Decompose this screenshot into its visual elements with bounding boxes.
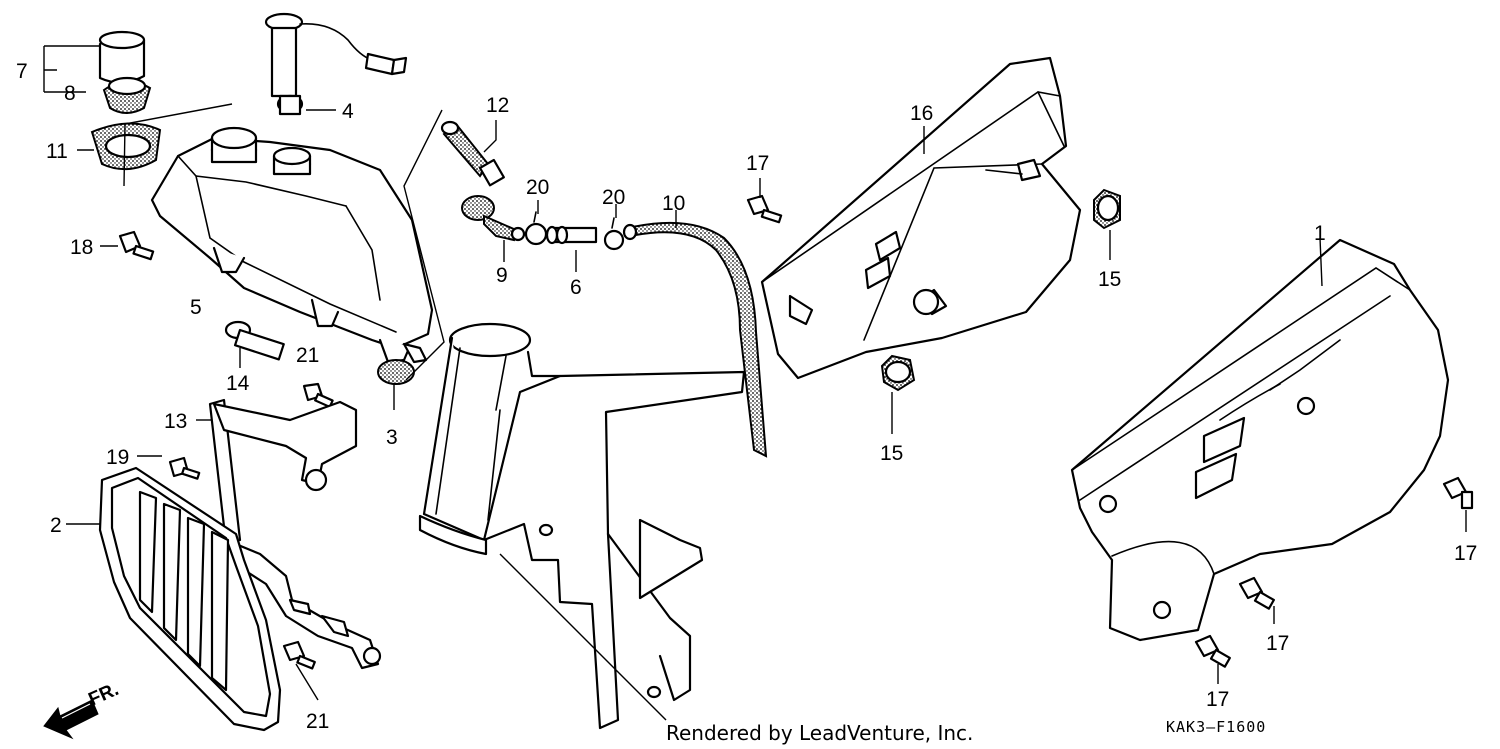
bolt-part-17-right xyxy=(1442,476,1474,510)
right-side-cover-part-1 xyxy=(1070,238,1450,642)
bolt-part-17-upper xyxy=(746,194,783,224)
tank-seal-ring-part-11 xyxy=(90,122,162,171)
callout-17-upper: 17 xyxy=(746,152,769,175)
left-side-cover-part-16 xyxy=(760,56,1082,380)
bolt-part-18 xyxy=(118,230,155,261)
callout-8: 8 xyxy=(64,82,76,105)
callout-20-right: 20 xyxy=(602,186,625,209)
callout-4: 4 xyxy=(342,100,354,123)
callout-15-lower: 15 xyxy=(880,442,903,465)
callout-15-upper: 15 xyxy=(1098,268,1121,291)
callout-9: 9 xyxy=(496,264,508,287)
screw-part-19 xyxy=(168,456,201,480)
bolt-part-17-middle xyxy=(1238,576,1275,610)
bolt-part-17-lower xyxy=(1194,634,1231,668)
callout-1: 1 xyxy=(1314,222,1326,245)
long-bolt-part-14 xyxy=(224,320,285,361)
credit-text: Rendered by LeadVenture, Inc. xyxy=(666,721,973,745)
cap-gasket-part-8 xyxy=(102,76,152,114)
callout-17-middle: 17 xyxy=(1266,632,1289,655)
tank-bracket-part-13 xyxy=(208,398,382,670)
callout-21-upper: 21 xyxy=(296,344,319,367)
fuel-joint-part-6 xyxy=(545,225,598,245)
callout-3: 3 xyxy=(386,426,398,449)
callout-13: 13 xyxy=(164,410,187,433)
callout-14: 14 xyxy=(226,372,250,395)
callout-20-left: 20 xyxy=(526,176,549,199)
callout-7: 7 xyxy=(16,60,28,83)
callout-17-lower: 17 xyxy=(1206,688,1229,711)
direction-label: FR. xyxy=(85,679,122,711)
callout-11: 11 xyxy=(46,140,68,163)
callout-6: 6 xyxy=(570,276,582,299)
fuel-strainer-part-12 xyxy=(440,120,505,187)
clip-part-20-left xyxy=(524,211,548,246)
grille-cover-part-2 xyxy=(98,466,282,732)
fuel-gauge-part-4 xyxy=(264,12,408,116)
callout-19: 19 xyxy=(106,446,129,469)
callout-10: 10 xyxy=(662,192,685,215)
frame xyxy=(418,322,746,730)
clip-part-20-right xyxy=(603,217,625,251)
front-direction-arrow-icon xyxy=(43,699,99,740)
callout-16: 16 xyxy=(910,102,933,125)
callout-17-right: 17 xyxy=(1454,542,1477,565)
fuel-cap-part-7 xyxy=(98,30,146,84)
fuel-tank-part-5 xyxy=(150,126,434,364)
grommet-part-15-upper xyxy=(1093,188,1121,230)
grommet-part-15-lower xyxy=(880,354,916,392)
diagram-code: KAK3–F1600 xyxy=(1166,718,1266,736)
callout-2: 2 xyxy=(50,514,62,537)
bolt-part-21-lower xyxy=(282,640,316,670)
callout-12: 12 xyxy=(486,94,509,117)
fuel-joint-part-9 xyxy=(461,195,526,242)
callout-21-lower: 21 xyxy=(306,710,329,733)
fuel-tube-part-10 xyxy=(622,221,768,458)
callout-18: 18 xyxy=(70,236,93,259)
bolt-part-21-upper xyxy=(302,382,334,409)
callout-5: 5 xyxy=(190,296,202,319)
